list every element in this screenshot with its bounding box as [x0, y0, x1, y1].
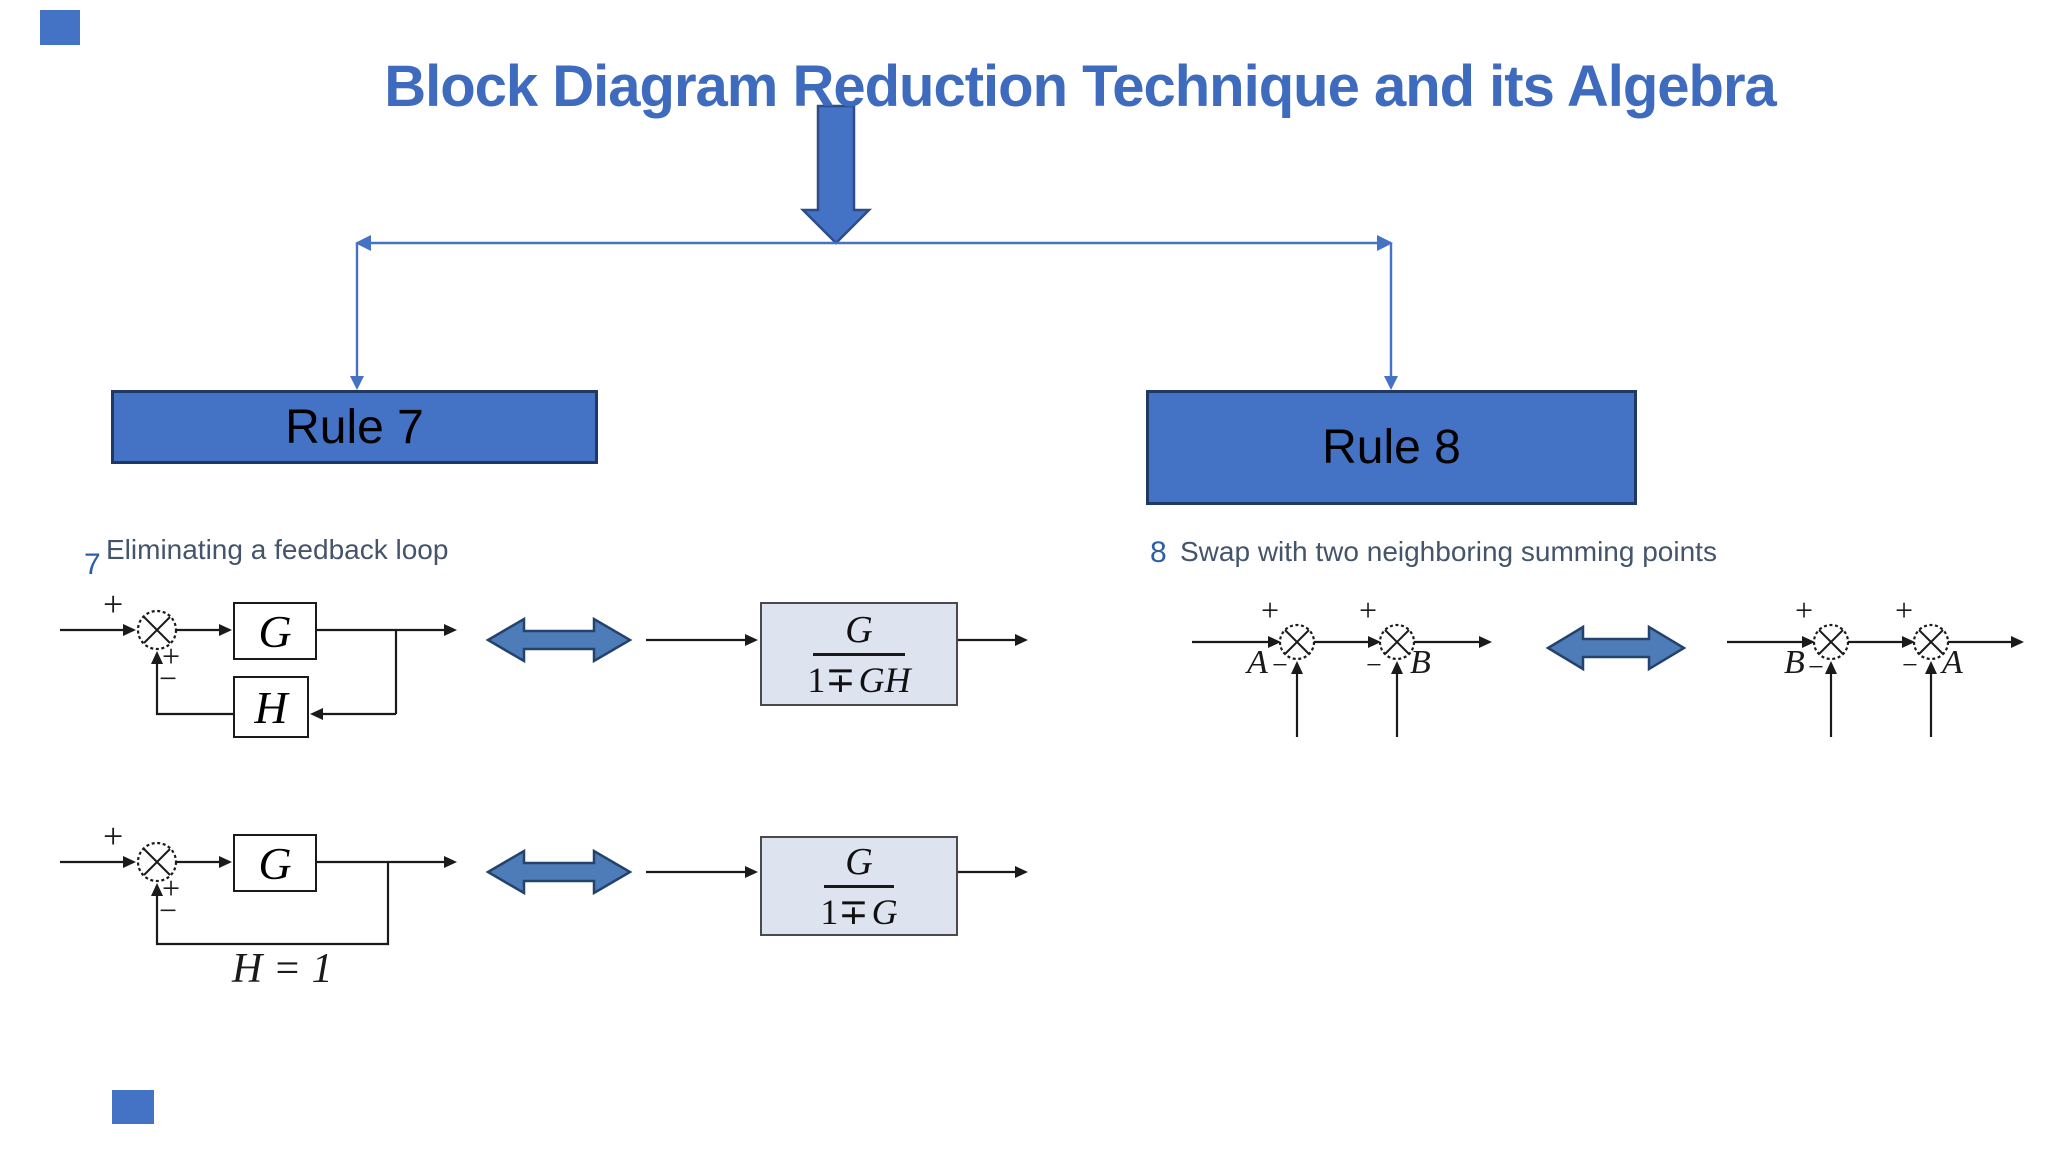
rule7-box-label: Rule 7 — [285, 400, 424, 454]
result-block-feedback: G 1∓GH — [760, 602, 958, 706]
equivalence-arrow-icon — [1545, 624, 1687, 672]
equivalence-arrow-icon — [485, 616, 633, 664]
rule8-box-label: Rule 8 — [1322, 421, 1461, 474]
rule8-box: Rule 8 — [1146, 390, 1637, 505]
down-block-arrow-icon — [799, 104, 873, 245]
fraction-denominator: 1∓GH — [807, 662, 910, 698]
sum1-plus-sign: + — [1795, 592, 1814, 628]
rule7-box: Rule 7 — [111, 390, 598, 464]
junction-minus-sign: − — [159, 892, 178, 928]
input-plus-sign: + — [103, 816, 124, 856]
rule7-feedback-result-lines — [646, 634, 1028, 646]
sum2-plus-sign: + — [1359, 592, 1378, 628]
summing-junction-icon — [1378, 623, 1416, 661]
sum2-input-label: A — [1942, 644, 1963, 681]
rule8-after-diagram-lines — [1727, 623, 2024, 737]
block-label: G — [258, 605, 292, 657]
fraction-bar — [824, 884, 894, 888]
denominator-vars: G — [871, 891, 898, 932]
junction-plus-sign: + — [162, 638, 181, 674]
feedback-block-h: H — [233, 676, 309, 738]
equivalence-arrow-icon — [485, 848, 633, 896]
fraction-numerator: G — [845, 840, 873, 883]
slide-corner-decoration — [40, 10, 80, 45]
result-block-unity: G 1∓G — [760, 836, 958, 936]
rule7-feedback-diagram-lines — [60, 609, 457, 720]
fraction-denominator: 1∓G — [820, 894, 897, 930]
page-title: Block Diagram Reduction Technique and it… — [384, 53, 1777, 119]
rule7-caption-text: Eliminating a feedback loop — [106, 534, 449, 565]
sum1-minus-sign: − — [1808, 652, 1824, 683]
sum2-minus-sign: − — [1366, 650, 1382, 681]
unity-feedback-note: H = 1 — [232, 946, 333, 992]
block-label: G — [258, 837, 292, 889]
rule8-caption-number: 8 — [1150, 536, 1167, 569]
rule8-caption-text: Swap with two neighboring summing points — [1180, 536, 1717, 567]
forward-block-g: G — [233, 834, 317, 892]
junction-minus-sign: − — [159, 660, 178, 696]
input-plus-sign: + — [103, 584, 124, 624]
denominator-vars: GH — [858, 659, 911, 700]
denominator-prefix: 1∓ — [807, 659, 856, 700]
denominator-prefix: 1∓ — [820, 891, 869, 932]
sum2-minus-sign: − — [1902, 650, 1918, 681]
rule7-unity-result-lines — [646, 866, 1028, 878]
fraction-numerator: G — [845, 608, 873, 651]
sum1-input-label: A — [1247, 644, 1268, 681]
block-label: H — [254, 681, 288, 733]
sum2-input-label: B — [1410, 644, 1431, 681]
branch-connector — [350, 235, 1398, 390]
junction-plus-sign: + — [162, 870, 181, 906]
sum2-plus-sign: + — [1895, 592, 1914, 628]
sum1-input-label: B — [1784, 644, 1805, 681]
rule7-unity-diagram-lines — [60, 841, 457, 946]
sum1-minus-sign: − — [1272, 650, 1288, 681]
forward-block-g: G — [233, 602, 317, 660]
fraction-bar — [813, 652, 905, 656]
rule8-before-diagram-lines — [1192, 623, 1492, 737]
slide-corner-decoration — [112, 1090, 154, 1124]
sum1-plus-sign: + — [1261, 592, 1280, 628]
rule7-caption-number: 7 — [84, 548, 101, 581]
